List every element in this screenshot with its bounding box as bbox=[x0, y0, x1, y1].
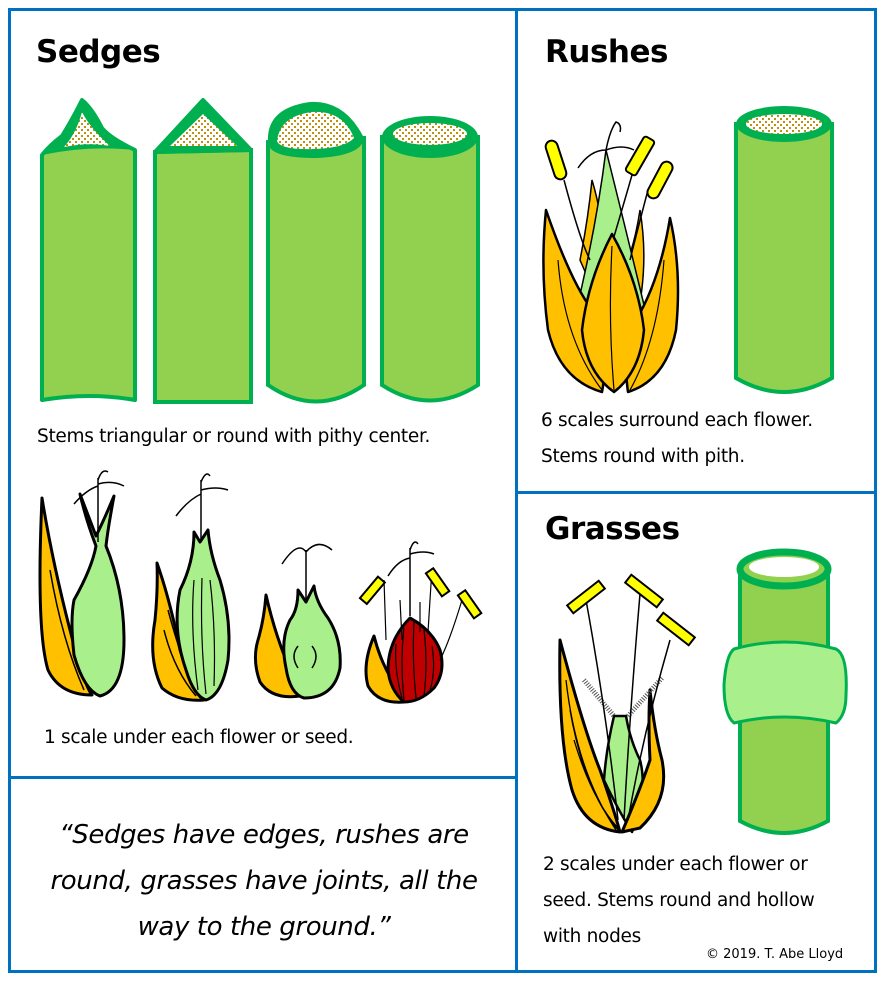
grasses-caption-line-3: with nodes bbox=[543, 926, 641, 947]
sedge-flowers-illustration bbox=[38, 470, 483, 704]
grasses-caption-line-2: seed. Stems round and hollow bbox=[543, 890, 815, 911]
concave-triangular-stem-icon bbox=[40, 98, 137, 402]
grasses-caption: 2 scales under each flower or seed. Stem… bbox=[543, 847, 815, 955]
rushes-caption-line-1: 6 scales surround each flower. bbox=[541, 410, 813, 431]
rushes-title: Rushes bbox=[545, 34, 668, 70]
sedges-stem-caption: Stems triangular or round with pithy cen… bbox=[37, 426, 431, 447]
sedges-scale-caption: 1 scale under each flower or seed. bbox=[44, 727, 354, 748]
sedge-flower-4-red-seed-icon bbox=[358, 541, 483, 704]
quote-line-3: way to the ground.” bbox=[137, 912, 391, 942]
mnemonic-quote: “Sedges have edges, rushes are round, gr… bbox=[14, 812, 514, 950]
round-stem-icon bbox=[380, 116, 480, 403]
rush-flower-illustration bbox=[542, 121, 680, 394]
vertical-divider bbox=[515, 8, 518, 973]
sedges-quote-divider bbox=[8, 776, 517, 779]
grass-stem-with-node-illustration bbox=[722, 548, 848, 835]
sedge-flower-1-icon bbox=[38, 470, 126, 698]
sedge-stems-illustration bbox=[40, 98, 480, 404]
quote-line-1: “Sedges have edges, rushes are bbox=[59, 820, 469, 850]
sedge-flower-2-icon bbox=[151, 473, 231, 702]
grass-flower-illustration bbox=[558, 573, 697, 834]
outer-frame bbox=[8, 8, 877, 973]
triangular-stem-icon bbox=[153, 98, 253, 404]
rushes-caption: 6 scales surround each flower. Stems rou… bbox=[541, 403, 813, 475]
sedge-flower-3-icon bbox=[253, 543, 342, 700]
quote-line-2: round, grasses have joints, all the bbox=[50, 866, 478, 896]
grasses-caption-line-1: 2 scales under each flower or bbox=[543, 854, 808, 875]
rush-stem-illustration bbox=[734, 106, 834, 394]
sedges-title: Sedges bbox=[36, 34, 161, 70]
rushes-grasses-divider bbox=[515, 491, 877, 494]
rounded-triangular-stem-icon bbox=[266, 101, 366, 404]
rushes-caption-line-2: Stems round with pith. bbox=[541, 446, 745, 467]
grasses-title: Grasses bbox=[545, 511, 680, 547]
copyright-notice: © 2019. T. Abe Lloyd bbox=[706, 947, 844, 962]
